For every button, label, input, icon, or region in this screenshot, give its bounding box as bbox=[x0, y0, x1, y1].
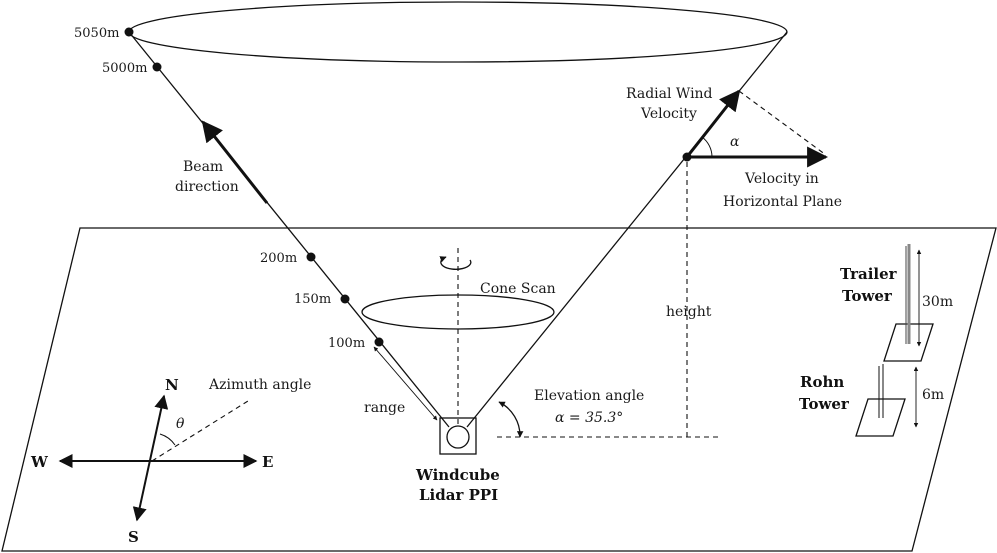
height-label: height bbox=[666, 304, 712, 320]
upper-scan-ellipse bbox=[128, 1, 788, 63]
south-label: S bbox=[128, 528, 139, 546]
west-label: W bbox=[30, 453, 49, 471]
rohn-label-1: Rohn bbox=[800, 373, 844, 391]
marker-200m bbox=[306, 252, 316, 262]
marker-150m bbox=[340, 294, 350, 304]
cone-left-edge bbox=[128, 31, 450, 428]
elevation-label-2: α = 35.3° bbox=[555, 410, 623, 426]
lidar-circle bbox=[446, 425, 470, 449]
east-label: E bbox=[262, 453, 273, 471]
lidar-box bbox=[439, 417, 477, 455]
cone-scan-label: Cone Scan bbox=[480, 281, 556, 297]
label-100m: 100m bbox=[328, 336, 365, 351]
marker-5000m bbox=[152, 62, 162, 72]
radial-label-1: Radial Wind bbox=[626, 86, 713, 102]
label-5000m: 5000m bbox=[102, 61, 147, 76]
radial-label-2: Velocity bbox=[640, 106, 697, 122]
north-south-axis bbox=[132, 394, 169, 522]
radial-velocity-arrow bbox=[685, 89, 741, 158]
elevation-label-1: Elevation angle bbox=[534, 388, 644, 404]
rohn-label-2: Tower bbox=[799, 395, 850, 413]
north-label: N bbox=[165, 376, 179, 394]
rohn-height-label: 6m bbox=[922, 387, 944, 403]
elevation-arc bbox=[498, 401, 524, 438]
theta-arc bbox=[159, 433, 176, 446]
range-label: range bbox=[364, 400, 405, 416]
azimuth-label: Azimuth angle bbox=[208, 377, 311, 393]
alpha-label: α bbox=[730, 134, 740, 150]
lidar-label-2: Lidar PPI bbox=[419, 486, 498, 504]
azimuth-direction-line bbox=[151, 400, 249, 462]
vh-label-1: Velocity in bbox=[744, 171, 819, 187]
alpha-arc bbox=[701, 136, 713, 158]
rohn-base bbox=[855, 398, 906, 437]
projection-line bbox=[738, 90, 827, 156]
label-150m: 150m bbox=[294, 292, 331, 307]
theta-label: θ bbox=[176, 416, 185, 432]
trailer-label-1: Trailer bbox=[840, 265, 898, 283]
marker-100m bbox=[374, 337, 384, 347]
label-200m: 200m bbox=[260, 251, 297, 266]
trailer-label-2: Tower bbox=[842, 287, 893, 305]
marker-5050m bbox=[124, 27, 134, 37]
trailer-height-label: 30m bbox=[922, 294, 953, 310]
ground-plane bbox=[1, 227, 997, 552]
label-5050m: 5050m bbox=[74, 26, 119, 41]
range-arrow bbox=[373, 346, 438, 421]
rotation-arrow bbox=[439, 256, 472, 270]
lidar-label-1: Windcube bbox=[415, 466, 500, 484]
beam-label-2: direction bbox=[175, 179, 239, 195]
beam-label-1: Beam bbox=[183, 159, 223, 175]
beam-direction-arrow bbox=[201, 120, 269, 204]
vh-label-2: Horizontal Plane bbox=[723, 194, 842, 210]
